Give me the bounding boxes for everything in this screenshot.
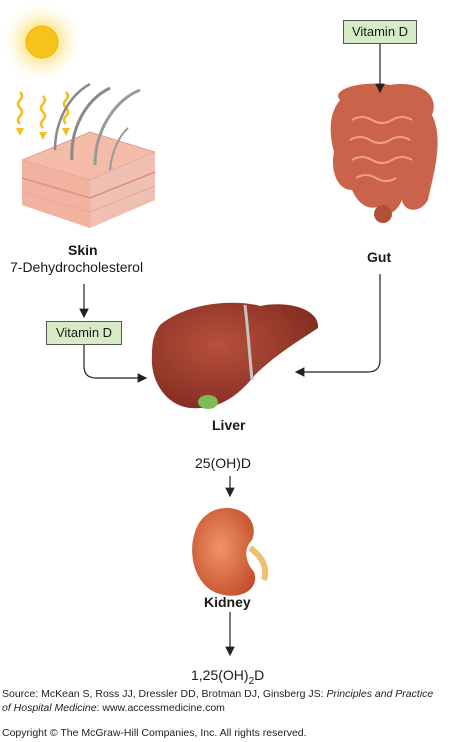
skin-compound-label: 7-Dehydrocholesterol xyxy=(10,259,144,275)
kidney-illustration xyxy=(192,508,269,596)
kidney-product-label: 1,25(OH)2D xyxy=(191,667,264,687)
gut-label: Gut xyxy=(367,249,392,265)
arrows xyxy=(79,44,385,657)
vitamin-d-gut-box: Vitamin D xyxy=(343,20,417,44)
arrow-gut-to-liver xyxy=(294,274,381,377)
source-line-1: Source: McKean S, Ross JJ, Dressler DD, … xyxy=(2,688,433,700)
sun-icon xyxy=(0,0,84,84)
skin-label: Skin xyxy=(68,242,98,258)
vitamin-d-skin-label: Vitamin D xyxy=(55,325,113,340)
kidney-product-prefix: 1,25(OH) xyxy=(191,667,249,683)
source-prefix: Source: McKean S, Ross JJ, Dressler DD, … xyxy=(2,688,327,700)
source-title-1: Principles and Practice xyxy=(326,688,434,700)
kidney-product-suffix: D xyxy=(254,667,265,683)
vitamin-d-gut-label: Vitamin D xyxy=(351,24,409,39)
source-line-2: of Hospital Medicine: www.accessmedicine… xyxy=(2,702,225,714)
source-suffix: : www.accessmedicine.com xyxy=(96,702,225,714)
copyright: Copyright © The McGraw-Hill Companies, I… xyxy=(2,727,307,739)
arrow-skin-vitamin-d-to-liver xyxy=(83,344,148,383)
liver-label: Liver xyxy=(212,417,246,433)
skin-illustration xyxy=(21,82,156,228)
kidney-label: Kidney xyxy=(204,594,251,610)
gut-illustration xyxy=(330,83,438,223)
liver-illustration xyxy=(151,302,319,409)
kidney-product-subscript: 2 xyxy=(248,675,255,687)
liver-product-label: 25(OH)D xyxy=(195,455,252,471)
vitamin-d-skin-box: Vitamin D xyxy=(46,321,122,345)
source-title-2: of Hospital Medicine xyxy=(2,702,97,714)
